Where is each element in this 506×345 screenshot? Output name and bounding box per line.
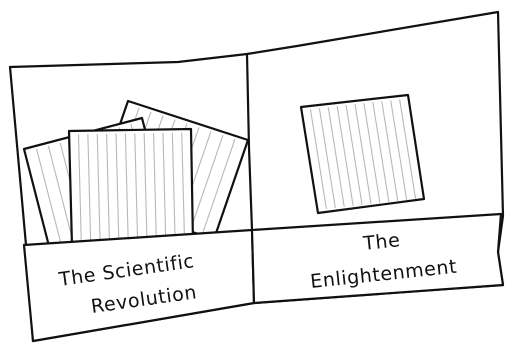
ruled-line — [372, 102, 390, 202]
ruled-line — [318, 108, 336, 208]
sheet-front — [67, 127, 195, 248]
ruled-line — [134, 133, 139, 242]
ruled-line — [381, 101, 399, 201]
ruled-line — [190, 134, 224, 229]
ruled-line — [363, 103, 381, 203]
ruled-line — [143, 133, 148, 242]
ruled-line — [390, 100, 408, 200]
ruled-line — [181, 132, 186, 241]
ruled-line — [153, 133, 157, 242]
ruled-line — [202, 138, 236, 233]
right-pocket-flap — [250, 212, 505, 305]
ruled-line — [47, 145, 74, 241]
ruled-line — [96, 133, 101, 243]
ruled-line — [399, 99, 417, 199]
ruled-line — [77, 134, 82, 243]
right-sheet — [299, 93, 426, 215]
ruled-line — [162, 132, 167, 242]
ruled-line — [106, 133, 110, 242]
ruled-line — [36, 148, 62, 245]
ruled-line — [327, 107, 345, 207]
ruled-line — [309, 109, 327, 209]
right-flap-label-line1: The — [361, 229, 401, 255]
left-pocket-flap — [22, 228, 256, 343]
ruled-line — [354, 104, 372, 204]
ruled-line — [124, 133, 129, 242]
ruled-line — [115, 133, 120, 242]
ruled-line — [336, 106, 354, 206]
left-sheet-stack — [22, 99, 250, 252]
ruled-line — [171, 132, 176, 241]
ruled-line — [345, 105, 363, 205]
ruled-line — [87, 134, 92, 243]
